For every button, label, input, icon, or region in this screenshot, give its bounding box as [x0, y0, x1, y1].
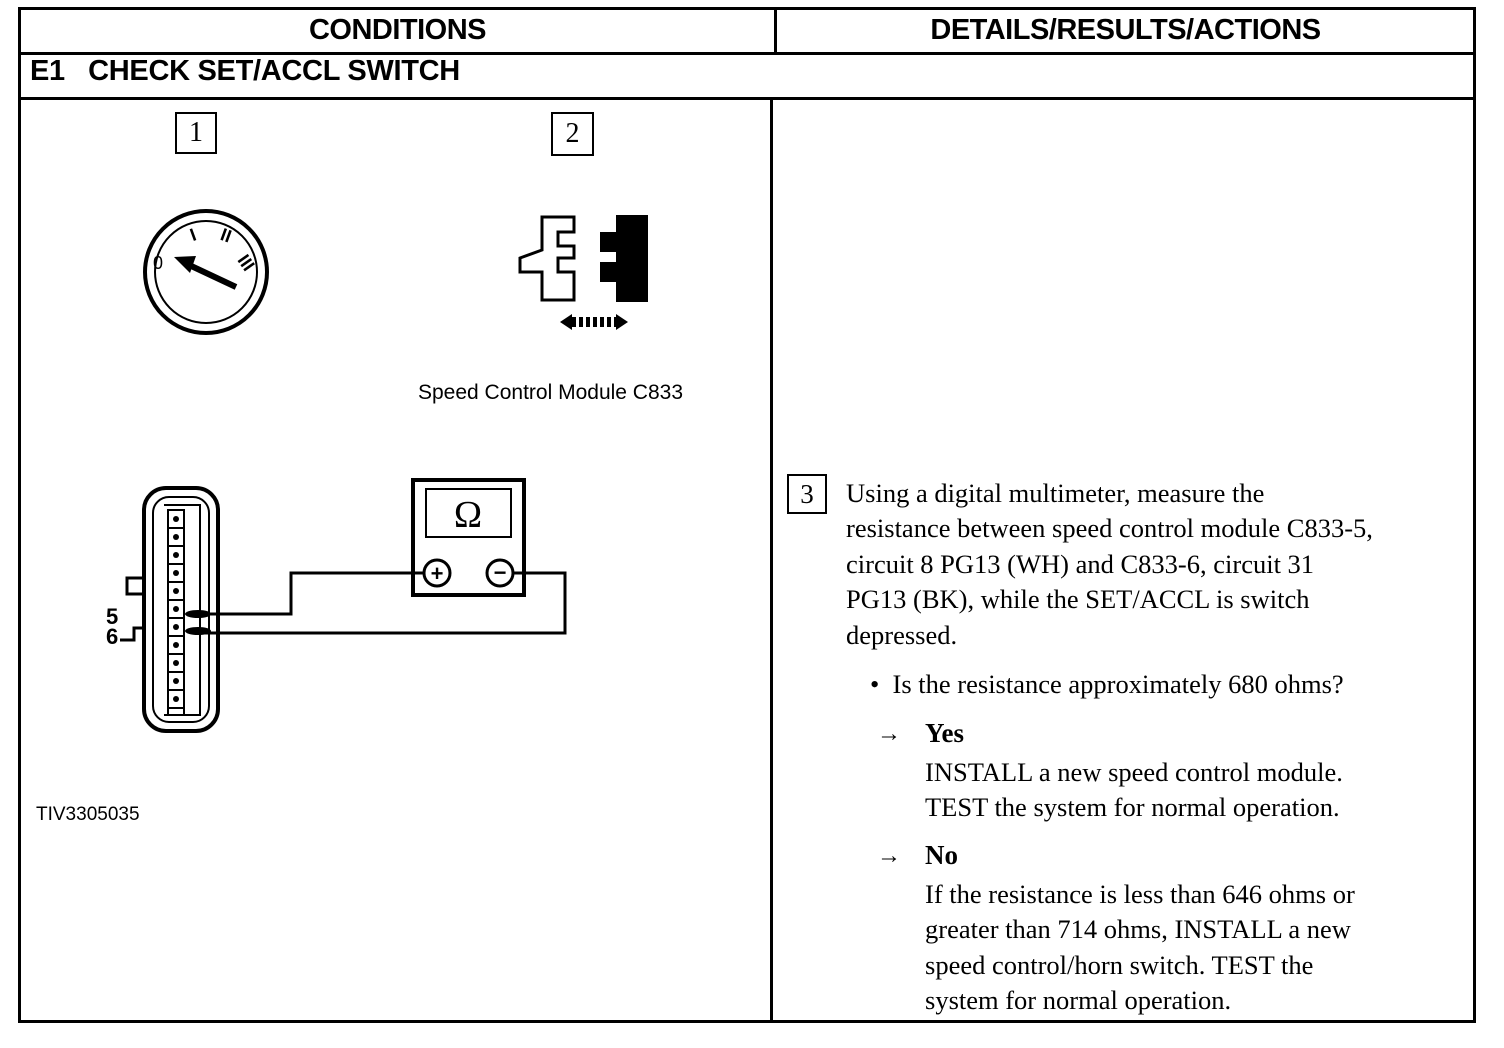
column-divider-body: [770, 99, 773, 1023]
step-2-box: 2: [551, 112, 594, 156]
ignition-mark-2: II: [218, 224, 234, 246]
meter-plus: +: [431, 561, 444, 586]
conditions-header: CONDITIONS: [308, 14, 487, 46]
question-item: • Is the resistance approximately 680 oh…: [870, 669, 1344, 700]
yes-action: INSTALL a new speed control module. TEST…: [925, 755, 1465, 826]
module-caption: Speed Control Module C833: [418, 381, 684, 404]
no-action: If the resistance is less than 646 ohms …: [925, 877, 1465, 1019]
ohm-symbol: Ω: [454, 494, 482, 536]
yes-action-line: TEST the system for normal operation.: [925, 792, 1340, 823]
connector-disconnect-icon: [518, 215, 648, 330]
bullet-icon: •: [870, 669, 893, 699]
ignition-mark-1: I: [187, 225, 199, 246]
no-label: No: [925, 840, 958, 870]
instruction-line: PG13 (BK), while the SET/ACCL is switch: [846, 584, 1310, 615]
yes-arrow-icon: →: [877, 721, 901, 747]
header-rule: [18, 52, 1476, 55]
yes-label: Yes: [925, 718, 964, 748]
instruction-line: circuit 8 PG13 (WH) and C833-6, circuit …: [846, 548, 1315, 579]
connector-c833-icon: 5 6: [106, 486, 220, 733]
details-header: DETAILS/RESULTS/ACTIONS: [930, 14, 1321, 46]
pin-5-label: 5: [106, 604, 118, 629]
multimeter-icon: Ω + −: [411, 478, 526, 597]
section-title: E1 CHECK SET/ACCL SWITCH: [30, 55, 460, 87]
instruction-text: Using a digital multimeter, measure the …: [846, 476, 1466, 653]
no-action-line: greater than 714 ohms, INSTALL a new: [925, 914, 1351, 945]
instruction-line: resistance between speed control module …: [846, 513, 1373, 544]
step-1-box: 1: [175, 112, 217, 154]
pin-6-label: 6: [106, 624, 118, 649]
no-arrow-icon: →: [877, 843, 901, 869]
section-rule: [18, 97, 1476, 100]
question-text: Is the resistance approximately 680 ohms…: [892, 669, 1344, 699]
instruction-line: depressed.: [846, 619, 958, 650]
meter-minus: −: [494, 560, 507, 585]
no-action-line: speed control/horn switch. TEST the: [925, 949, 1314, 980]
instruction-line: Using a digital multimeter, measure the: [846, 478, 1265, 508]
no-action-line: If the resistance is less than 646 ohms …: [925, 879, 1355, 909]
test-leads: [200, 571, 567, 635]
no-action-line: system for normal operation.: [925, 985, 1232, 1016]
table-frame: [18, 7, 1476, 1023]
column-divider-header: [774, 7, 777, 53]
step-3-box: 3: [787, 474, 827, 514]
ignition-switch-icon: 0 I II III: [143, 209, 269, 335]
ignition-mark-off: 0: [153, 253, 163, 273]
yes-action-line: INSTALL a new speed control module.: [925, 757, 1343, 787]
figure-id: TIV3305035: [36, 804, 140, 825]
